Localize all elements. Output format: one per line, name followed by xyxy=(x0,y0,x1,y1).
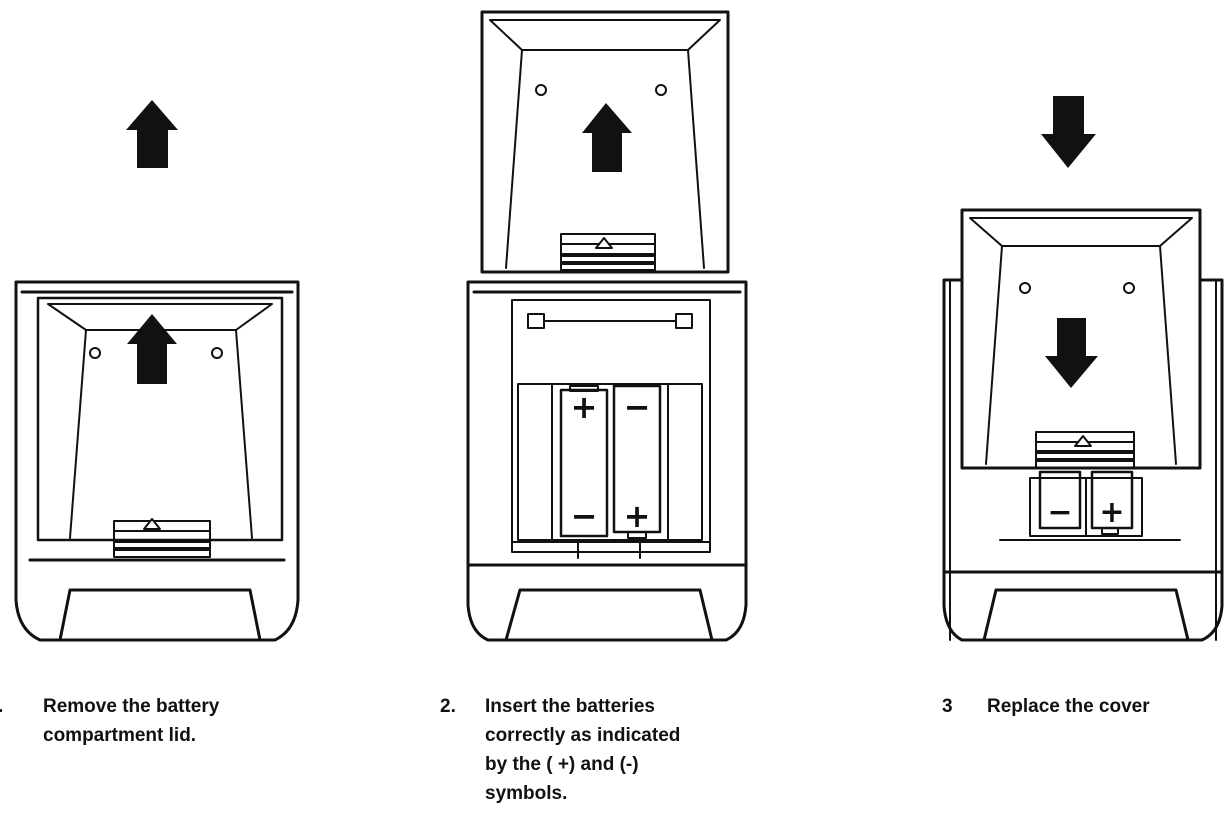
step2-latch xyxy=(560,233,656,271)
step3-caption: 3 Replace the cover xyxy=(942,692,1227,722)
step2-left-battery-minus-label: − xyxy=(571,497,598,535)
step2-right-battery-minus-label: − xyxy=(624,388,651,426)
step3-latch xyxy=(1035,431,1135,469)
step2-right-battery-plus-label: + xyxy=(624,497,651,535)
step2-number: 2. xyxy=(440,696,456,717)
step3-number: 3 xyxy=(942,696,953,717)
step1-number: . xyxy=(0,692,3,721)
step1-latch xyxy=(113,518,211,558)
step1-illustration xyxy=(14,100,300,642)
step3-caption-line-1: Replace the cover xyxy=(987,696,1150,717)
step3-remote-body xyxy=(942,278,1224,642)
step3-cover xyxy=(960,208,1202,470)
step3-left-battery-minus-label: − xyxy=(1047,495,1072,530)
step2-caption-line-2: correctly as indicated xyxy=(485,725,681,746)
step3-cover-arrow-down-icon xyxy=(1045,318,1098,388)
step1-caption: . Remove the battery compartment lid. xyxy=(0,692,298,752)
step2-left-battery-plus-label: + xyxy=(571,388,598,426)
step1-remote-back xyxy=(14,280,300,642)
step2-caption-line-3: by the ( +) and (-) xyxy=(485,754,639,775)
step1-lid-arrow-up-icon xyxy=(127,314,177,384)
step2-illustration xyxy=(466,10,748,642)
step2-caption: 2. Insert the batteries correctly as ind… xyxy=(440,692,770,812)
step3-battery-right xyxy=(1090,470,1134,535)
step3-arrow-down-icon xyxy=(1041,96,1096,168)
step1-caption-line-2: compartment lid. xyxy=(43,725,197,746)
step2-battery-left xyxy=(559,385,609,538)
step3-battery-left xyxy=(1038,470,1082,530)
step1-arrow-up-icon xyxy=(126,100,178,168)
step2-removed-lid xyxy=(480,10,730,274)
step1-caption-line-1: Remove the battery xyxy=(43,696,220,717)
step2-battery-right xyxy=(612,384,662,539)
step3-right-battery-plus-label: + xyxy=(1099,495,1124,530)
step2-caption-line-1: Insert the batteries xyxy=(485,696,655,717)
step2-caption-line-4: symbols. xyxy=(485,783,568,804)
step3-illustration xyxy=(942,96,1224,642)
step2-lid-arrow-up-icon xyxy=(582,103,632,172)
step2-remote-body xyxy=(466,280,748,642)
